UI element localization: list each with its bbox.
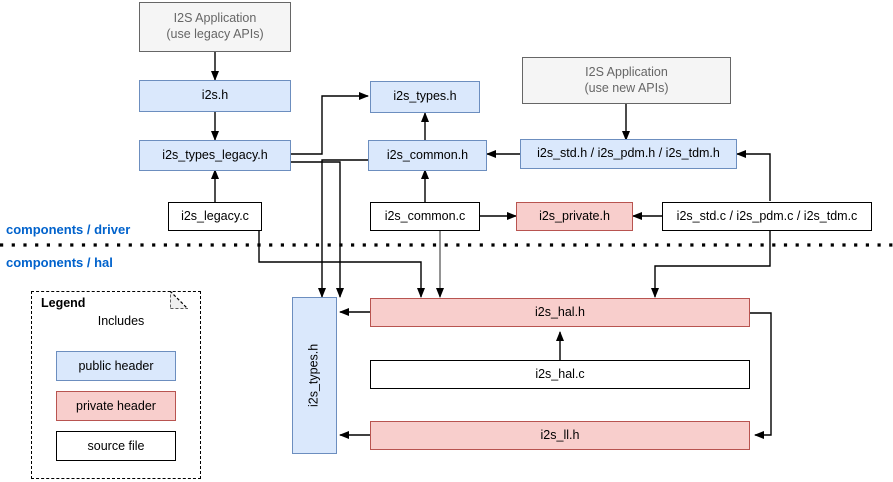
node-i2s-types-legacy-h[interactable]: i2s_types_legacy.h: [139, 140, 291, 171]
node-i2s-legacy-c[interactable]: i2s_legacy.c: [168, 202, 262, 231]
legend-title: Legend: [41, 296, 86, 310]
edge-std-c-to-std-h: [736, 150, 771, 201]
node-app-new[interactable]: I2S Application (use new APIs): [522, 57, 731, 104]
edge-hal-h-to-ll-h: [750, 312, 772, 439]
node-i2s-ll-h[interactable]: i2s_ll.h: [370, 421, 750, 450]
node-i2s-std-h[interactable]: i2s_std.h / i2s_pdm.h / i2s_tdm.h: [520, 139, 737, 169]
legend-swatch-source-file: source file: [56, 431, 176, 461]
zone-label-driver: components / driver: [6, 222, 131, 237]
edge-legacy-c-to-hal-h: [258, 231, 425, 298]
edge-types-legacy-to-hal-types: [291, 161, 344, 298]
node-i2s-h[interactable]: i2s.h: [139, 80, 291, 112]
node-app-legacy[interactable]: I2S Application (use legacy APIs): [139, 2, 291, 52]
node-i2s-types-h-hal[interactable]: i2s_types.h: [292, 297, 337, 454]
node-i2s-types-h[interactable]: i2s_types.h: [370, 81, 480, 113]
edge-std-c-to-hal-h: [651, 231, 771, 298]
node-i2s-hal-c[interactable]: i2s_hal.c: [370, 360, 750, 389]
node-i2s-common-h[interactable]: i2s_common.h: [368, 140, 487, 171]
edge-types-legacy-to-types: [291, 92, 369, 155]
legend-swatch-public-header: public header: [56, 351, 176, 381]
zone-label-hal: components / hal: [6, 255, 113, 270]
legend-includes-label: Includes: [97, 314, 145, 328]
edge-common-h-to-hal-types: [318, 159, 368, 298]
node-i2s-std-c[interactable]: i2s_std.c / i2s_pdm.c / i2s_tdm.c: [662, 202, 872, 231]
node-i2s-common-c[interactable]: i2s_common.c: [370, 202, 480, 231]
node-i2s-hal-h[interactable]: i2s_hal.h: [370, 298, 750, 327]
node-i2s-private-h[interactable]: i2s_private.h: [516, 202, 633, 231]
legend-swatch-private-header: private header: [56, 391, 176, 421]
legend-fold-corner: [170, 291, 188, 309]
